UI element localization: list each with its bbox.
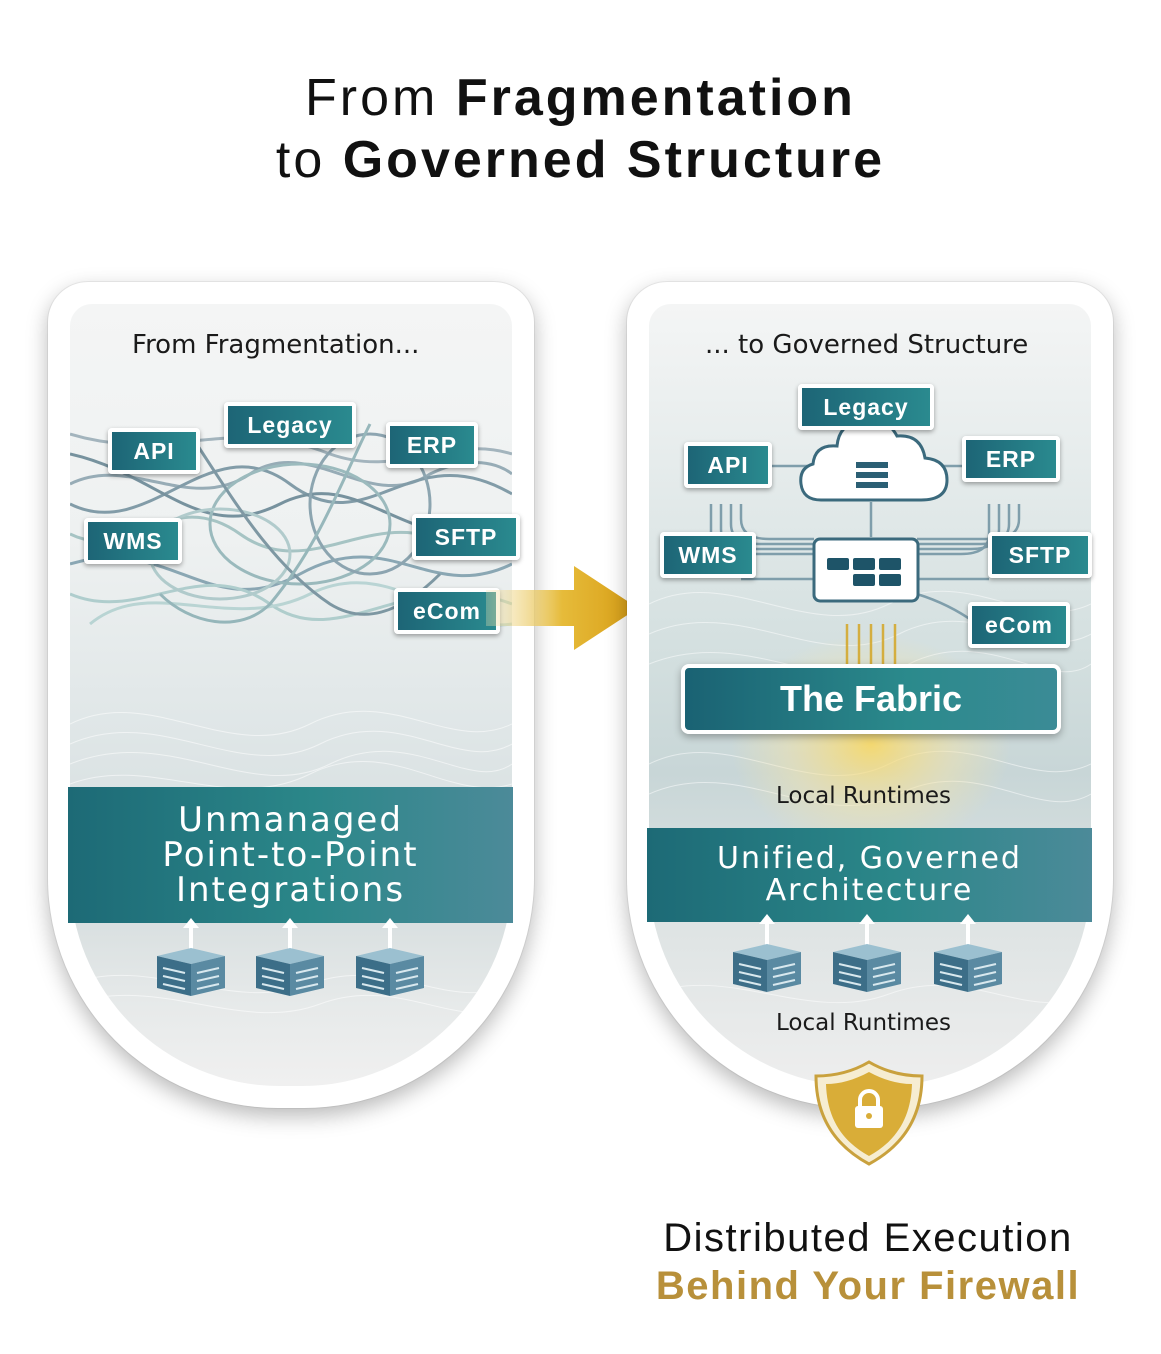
title-prefix-1: From (305, 69, 439, 127)
local-runtimes-label-bottom: Local Runtimes (776, 1010, 951, 1036)
local-runtimes-label-top: Local Runtimes (776, 783, 951, 809)
unmanaged-integrations-band: Unmanaged Point-to-Point Integrations (68, 787, 513, 923)
tag-legacy-right: Legacy (798, 384, 934, 430)
unified-architecture-band: Unified, Governed Architecture (647, 828, 1092, 922)
tag-legacy-left: Legacy (224, 402, 356, 448)
cloud-icon (799, 417, 949, 502)
tag-wms-right: WMS (660, 532, 756, 578)
server-icon (934, 914, 1002, 992)
title-bold-1: Fragmentation (455, 69, 856, 127)
tag-api-left: API (108, 428, 200, 474)
hub-icon (812, 537, 920, 603)
band-line-3: Integrations (175, 869, 406, 910)
server-icon (256, 918, 324, 996)
tag-erp-left: ERP (386, 422, 478, 468)
main-title-line-2: to Governed Structure (0, 130, 1161, 190)
tag-wms-left: WMS (84, 518, 182, 564)
main-title-line-1: From Fragmentation (0, 68, 1161, 128)
server-icon (833, 914, 901, 992)
footer-line-2: Behind Your Firewall (655, 1264, 1081, 1308)
band-line-1: Unified, Governed (717, 841, 1022, 876)
fragmentation-heading: From Fragmentation... (132, 330, 420, 360)
shield-lock-icon (814, 1060, 924, 1166)
tag-ecom-right: eCom (968, 602, 1070, 648)
band-line-1: Unmanaged (178, 799, 403, 840)
footer-line-1: Distributed Execution (663, 1216, 1073, 1260)
tag-api-right: API (684, 442, 772, 488)
band-line-2: Point-to-Point (162, 834, 419, 875)
title-prefix-2: to (275, 131, 326, 189)
tag-sftp-left: SFTP (412, 514, 520, 560)
band-line-2: Architecture (765, 873, 974, 908)
arrow-right-icon (486, 566, 638, 650)
server-icon (157, 918, 225, 996)
server-icon (733, 914, 801, 992)
governed-heading: ... to Governed Structure (705, 330, 1029, 360)
tag-sftp-right: SFTP (988, 532, 1092, 578)
tag-erp-right: ERP (962, 436, 1060, 482)
fabric-box: The Fabric (681, 664, 1061, 734)
tag-ecom-left: eCom (394, 588, 500, 634)
title-bold-2: Governed Structure (342, 131, 886, 189)
server-icon (356, 918, 424, 996)
